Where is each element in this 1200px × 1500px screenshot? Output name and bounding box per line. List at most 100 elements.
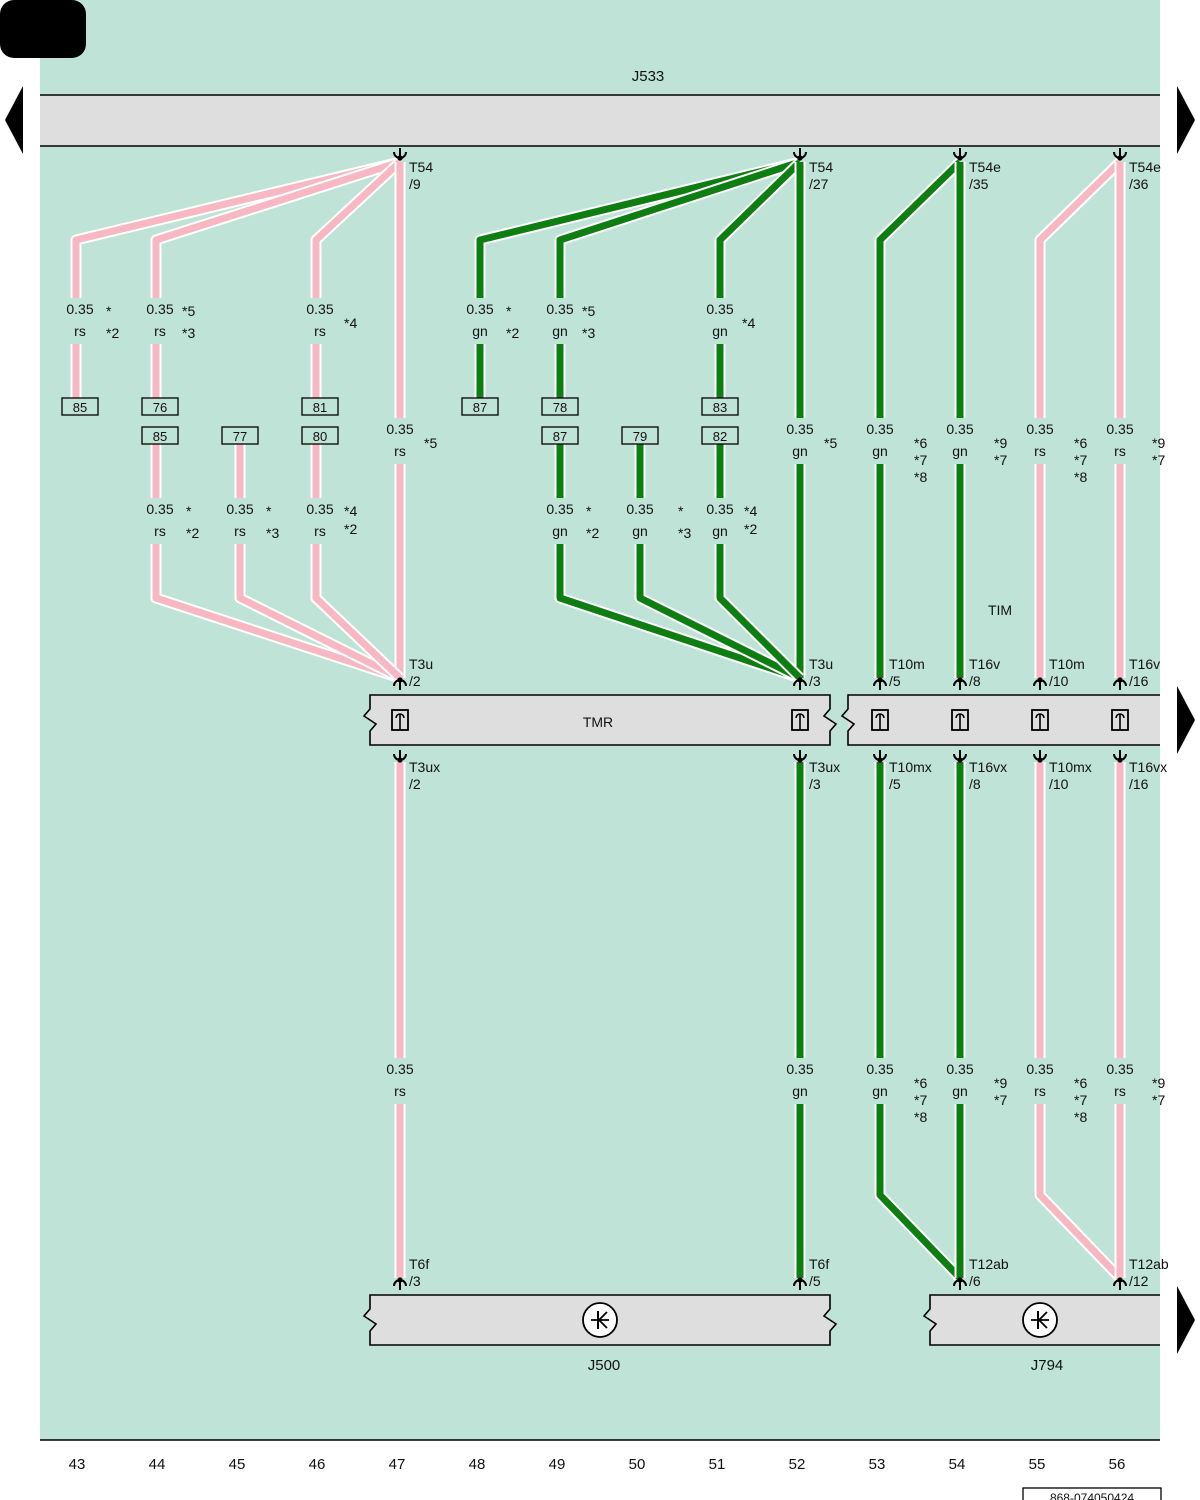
connector-bottom-icon-dot (877, 757, 883, 763)
wire-label-colour-c47_low: rs (394, 1083, 406, 1099)
note-n56_low-line-0: *9 (1152, 1075, 1165, 1091)
pin-t12ab_6-line-1: /6 (969, 1273, 981, 1289)
pin-t10m_5-line-0: T10m (889, 656, 925, 672)
wire-label-bg-c46_top (298, 298, 342, 344)
wire-label-colour-c44_top: rs (154, 323, 166, 339)
wire-c44-upper (152, 158, 402, 398)
pin-t3u_3-line-1: /3 (809, 673, 821, 689)
plug-symbol-icon-cup (395, 713, 405, 719)
connector-j533-icon-dot (957, 155, 963, 161)
wire-label-size-c54_low: 0.35 (946, 1061, 973, 1077)
pin-t54_9-line-0: T54 (409, 159, 433, 175)
connector-top-icon-dot (957, 677, 963, 683)
wire-label-size-c46_bot: 0.35 (306, 501, 333, 517)
ref-box-r49a (541, 397, 579, 416)
pin-t3ux_3-line-1: /3 (809, 776, 821, 792)
wire-label-size-c45_bot: 0.35 (226, 501, 253, 517)
track-number: 47 (389, 1456, 406, 1473)
ref-label-r49a: 78 (553, 400, 567, 415)
wire-label-size-c48_top: 0.35 (466, 301, 493, 317)
pin-t16vx_16-line-0: T16vx (1129, 759, 1167, 775)
wire-label-colour-c45_bot: rs (234, 523, 246, 539)
plug-symbol-icon-cup (955, 713, 965, 719)
wire-label-size-c55_low: 0.35 (1026, 1061, 1053, 1077)
component-j533 (40, 95, 1160, 146)
pin-t10mx_10-line-1: /10 (1049, 776, 1069, 792)
component-label-j500: J500 (588, 1357, 621, 1374)
wire-label-bg-c43_top (58, 298, 102, 344)
note-n43_top-line-0: * (106, 303, 112, 319)
ref-box-r44a (141, 397, 179, 416)
wire-label-bg-c56_mid (1098, 418, 1142, 464)
note-n44_top-line-0: *5 (182, 303, 195, 319)
wire-label-size-c44_bot: 0.35 (146, 501, 173, 517)
ref-label-r44a: 76 (153, 400, 167, 415)
note-n51_bot-line-1: *2 (744, 521, 757, 537)
note-n49_bot-line-0: * (586, 503, 592, 519)
pin-t54e_36-line-1: /36 (1129, 176, 1149, 192)
pin-t10mx_10-line-0: T10mx (1049, 759, 1092, 775)
pin-t16v_16-line-1: /16 (1129, 673, 1149, 689)
wire-label-size-c51_top: 0.35 (706, 301, 733, 317)
note-n49_top-line-0: *5 (582, 303, 595, 319)
component-label-tim: TIM (988, 602, 1012, 618)
note-n49_top-line-1: *3 (582, 325, 595, 341)
wire-label-size-c47_mid: 0.35 (386, 421, 413, 437)
pin-t10mx_5-line-0: T10mx (889, 759, 932, 775)
connector-top-icon-dot (397, 677, 403, 683)
ref-label-r46a: 81 (313, 400, 327, 415)
component-label-j794: J794 (1031, 1357, 1064, 1374)
continue-right-arrow-tmr (1177, 686, 1195, 754)
connector-bottom-icon-dot (1117, 757, 1123, 763)
wire-label-bg-c44_top (138, 298, 182, 344)
wire-c53-lower (876, 762, 963, 1281)
continue-right-arrow-j533 (1177, 86, 1195, 154)
ref-box-r49b (541, 426, 579, 445)
wire-label-bg-c45_bot (218, 498, 262, 544)
wire-label-size-c50_bot: 0.35 (626, 501, 653, 517)
wire-label-size-c46_top: 0.35 (306, 301, 333, 317)
track-number: 43 (69, 1456, 86, 1473)
wire-label-colour-c49_top: gn (552, 323, 568, 339)
wire-label-size-c54_mid: 0.35 (946, 421, 973, 437)
ref-label-r45b: 77 (233, 429, 247, 444)
note-n51_top-line-0: *4 (742, 315, 755, 331)
wire-label-colour-c56_mid: rs (1114, 443, 1126, 459)
pin-t54e_35-line-0: T54e (969, 159, 1001, 175)
wire-label-bg-c51_top (698, 298, 742, 344)
wire-label-colour-c51_top: gn (712, 323, 728, 339)
track-number: 45 (229, 1456, 246, 1473)
wire-label-colour-c56_low: rs (1114, 1083, 1126, 1099)
wire-label-size-c47_low: 0.35 (386, 1061, 413, 1077)
note-n55_mid-line-0: *6 (1074, 435, 1087, 451)
page-tab-marker (0, 0, 86, 58)
ref-label-r51a: 83 (713, 400, 727, 415)
pin-t3u_3-line-0: T3u (809, 656, 833, 672)
pin-t12ab_12-line-0: T12ab (1129, 1256, 1169, 1272)
wire-c44-lower (152, 444, 402, 682)
note-n46_bot-line-0: *4 (344, 503, 357, 519)
ref-box-r43a (61, 397, 99, 416)
wire-label-colour-c48_top: gn (472, 323, 488, 339)
plug-symbol-icon-cup (1115, 713, 1125, 719)
track-number: 53 (869, 1456, 886, 1473)
connector-j533-icon-dot (397, 155, 403, 161)
note-n44_top-line-1: *3 (182, 325, 195, 341)
wire-label-size-c44_top: 0.35 (146, 301, 173, 317)
connector-bottom-icon-dot (1037, 757, 1043, 763)
component-tmr (362, 694, 838, 746)
note-n51_bot-line-0: *4 (744, 503, 757, 519)
j500-symbol-icon-wedge (597, 1311, 608, 1329)
wire-label-colour-c44_bot: rs (154, 523, 166, 539)
wire-label-bg-c52_low (778, 1058, 822, 1104)
wire-c50-lower (636, 444, 802, 682)
connector-bottom-icon-dot (957, 757, 963, 763)
note-n53_mid-line-0: *6 (914, 435, 927, 451)
track-number: 49 (549, 1456, 566, 1473)
wire-label-colour-c43_top: rs (74, 323, 86, 339)
wire-c51-upper (716, 159, 803, 398)
wire-label-size-c53_low: 0.35 (866, 1061, 893, 1077)
note-n55_low-line-1: *7 (1074, 1092, 1087, 1108)
wire-c49-lower (556, 444, 802, 682)
